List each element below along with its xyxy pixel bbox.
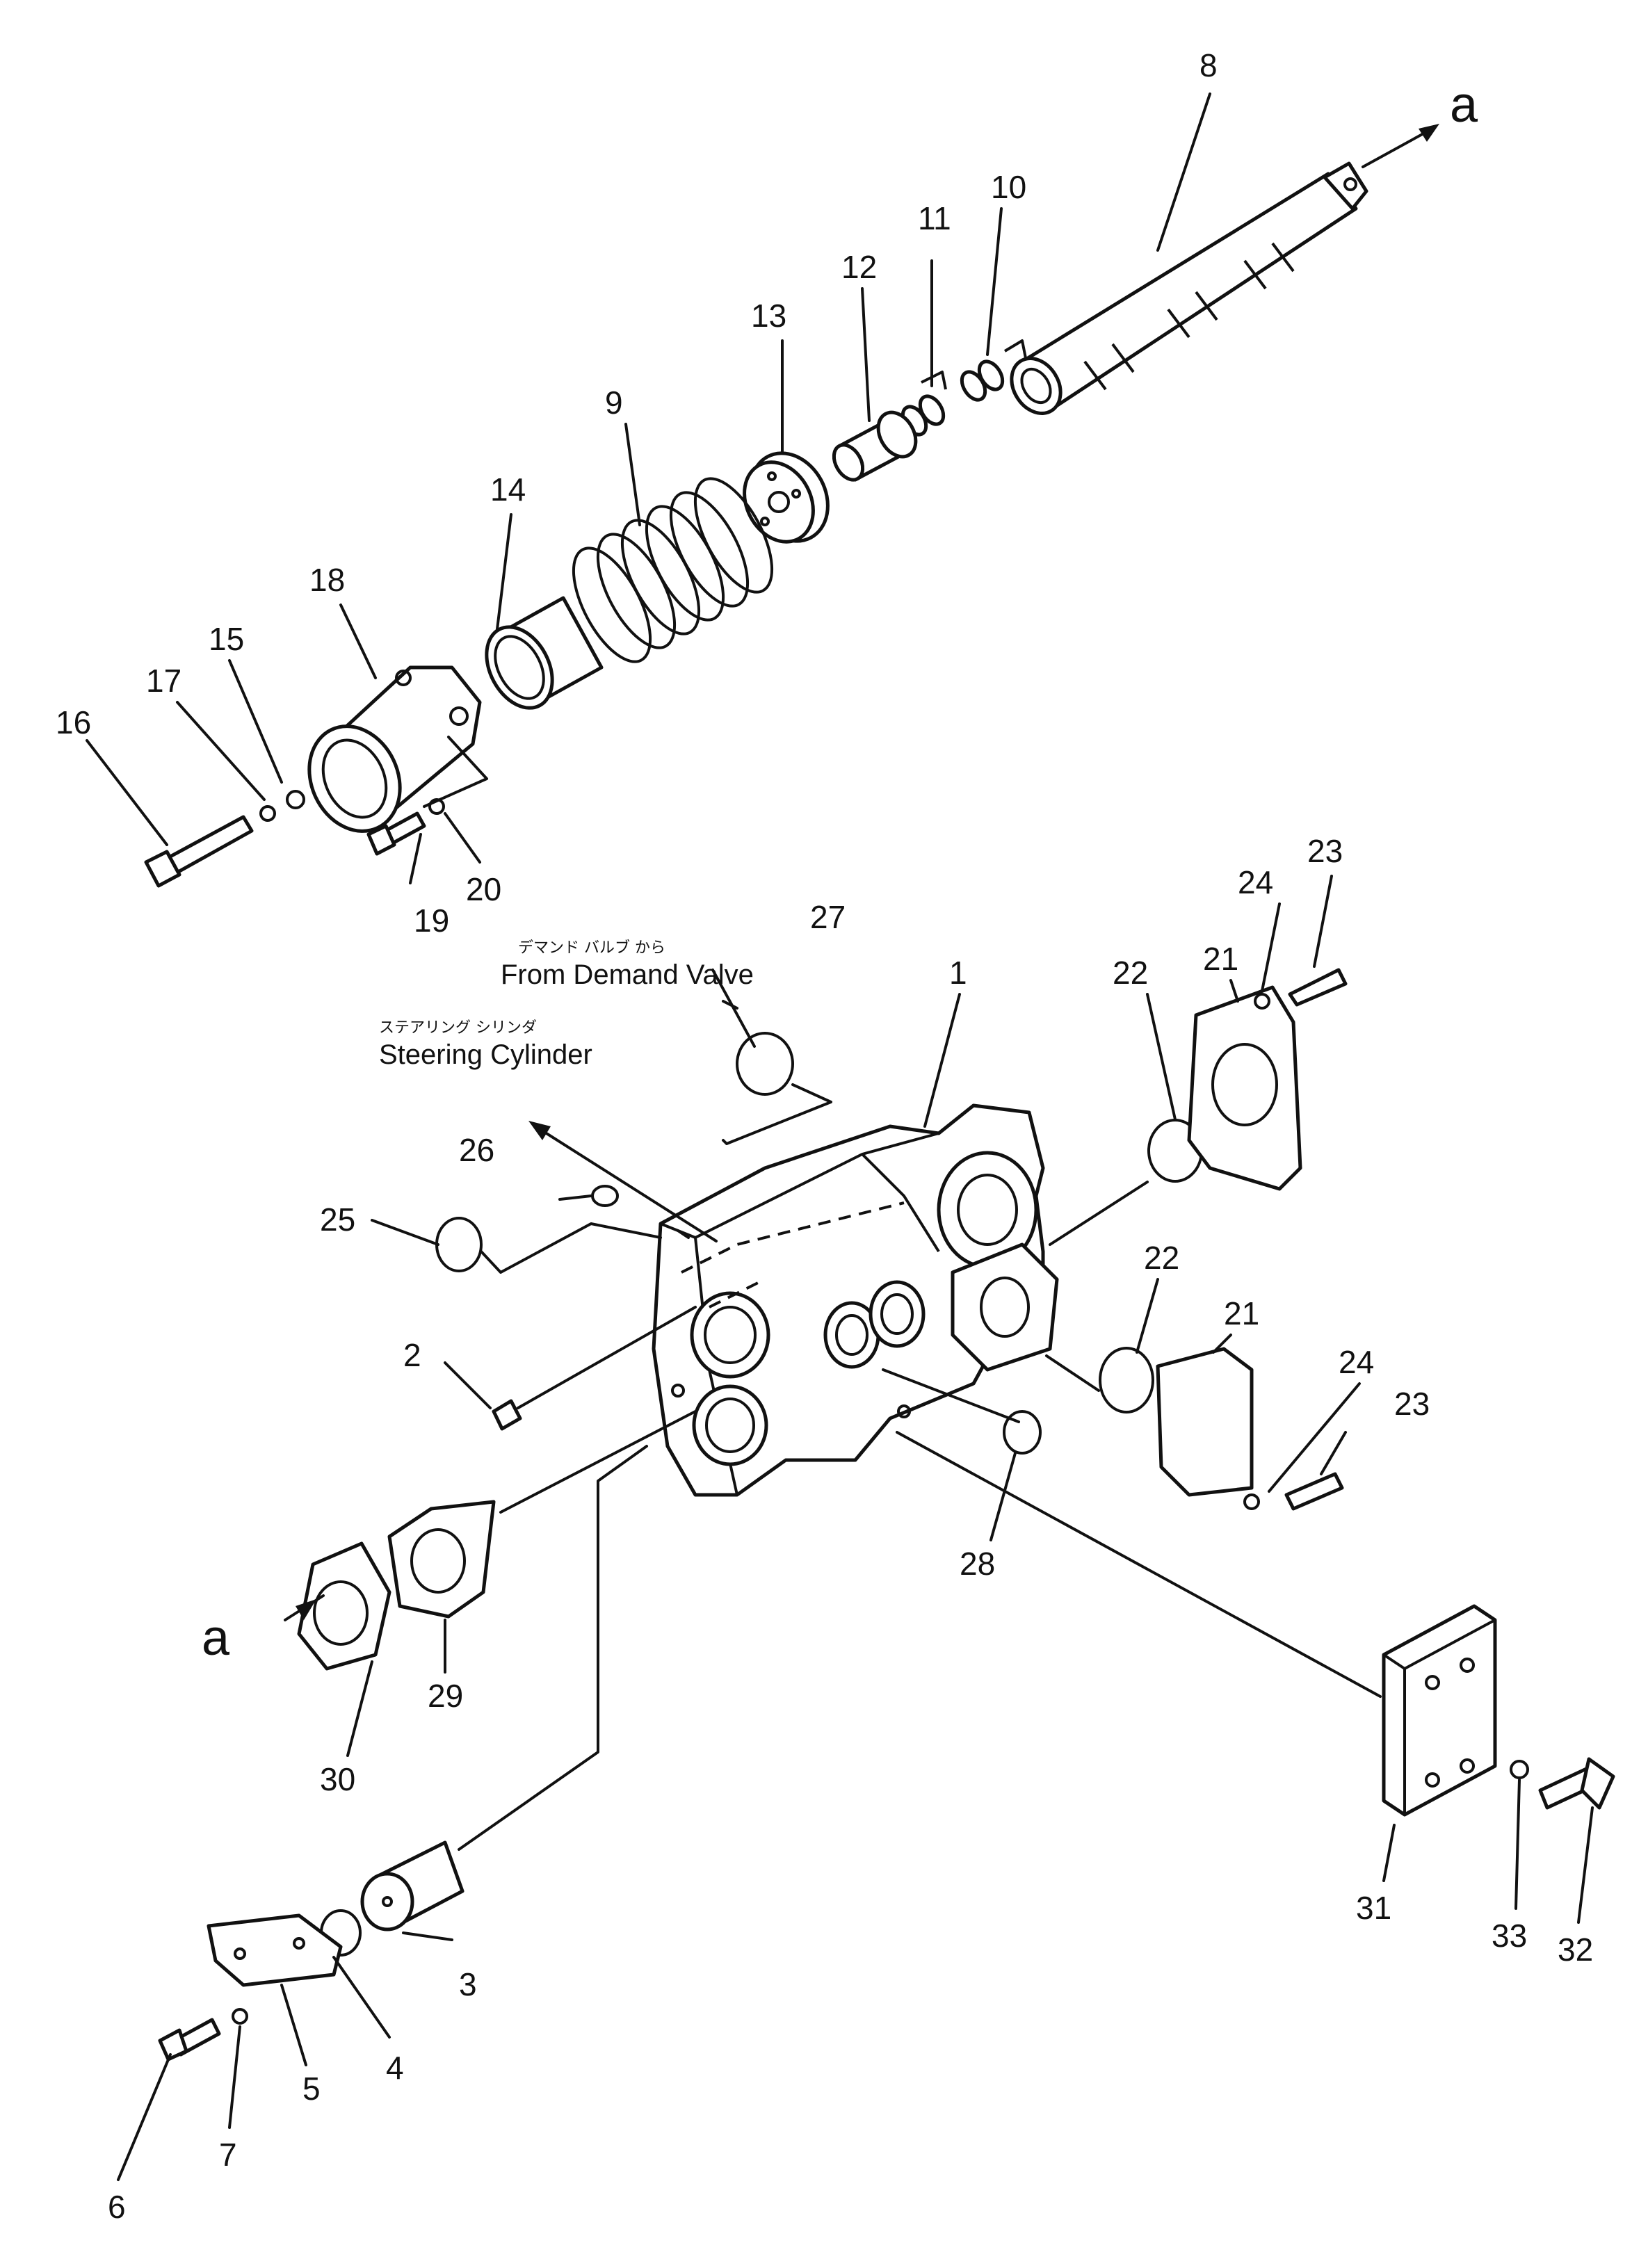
- leader-lines-top: [86, 92, 1439, 884]
- label-17: 17: [146, 663, 181, 699]
- demand-valve-jp: デマンド バルブ から: [518, 939, 665, 957]
- label-15: 15: [209, 621, 244, 657]
- bottom-left-parts: [158, 1840, 464, 2062]
- label-29: 29: [428, 1678, 463, 1714]
- bolts-and-washers-top: [144, 790, 445, 888]
- label-24-bottom: 24: [1339, 1344, 1374, 1380]
- label-21-top: 21: [1203, 941, 1238, 977]
- label-33: 33: [1492, 1918, 1527, 1954]
- cover-plate-part-31: [1382, 1604, 1615, 1817]
- label-24-top: 24: [1238, 864, 1273, 900]
- label-18: 18: [309, 562, 345, 598]
- label-12: 12: [841, 249, 877, 285]
- label-21-bottom: 21: [1224, 1295, 1259, 1331]
- label-27: 27: [810, 899, 846, 935]
- guide-part-12: [832, 410, 918, 482]
- demand-valve-en: From Demand Valve: [501, 959, 754, 990]
- label-8: 8: [1199, 47, 1218, 83]
- label-3: 3: [459, 1966, 477, 2002]
- label-19: 19: [414, 902, 449, 939]
- label-14: 14: [490, 471, 526, 508]
- marker-a-left: a: [202, 1610, 230, 1666]
- label-4: 4: [386, 2050, 404, 2086]
- label-23-top: 23: [1307, 833, 1343, 869]
- label-22-top: 22: [1113, 955, 1148, 991]
- washer-parts-10-11: [900, 339, 1027, 437]
- label-20: 20: [466, 871, 501, 907]
- label-30: 30: [320, 1761, 355, 1797]
- part-number-labels: 8 10 11 12 13 9 14 18 15 17 16 19 20 27 …: [56, 47, 1593, 2225]
- spool-part: [1010, 161, 1368, 415]
- valve-body-part-1: [652, 1103, 1059, 1497]
- label-11: 11: [918, 200, 951, 236]
- label-22-bottom: 22: [1144, 1240, 1179, 1276]
- label-16: 16: [56, 704, 91, 740]
- cap-part-18: [307, 665, 482, 833]
- label-23-bottom: 23: [1394, 1386, 1430, 1422]
- sleeve-part-14: [485, 596, 604, 710]
- label-25: 25: [320, 1201, 355, 1238]
- marker-a-top: a: [1450, 77, 1478, 133]
- label-9: 9: [605, 384, 623, 421]
- label-28: 28: [960, 1546, 995, 1582]
- label-13: 13: [751, 298, 786, 334]
- steering-cylinder-jp: ステアリング シリンダ: [379, 1019, 537, 1037]
- label-6: 6: [108, 2189, 126, 2225]
- label-26: 26: [459, 1132, 494, 1168]
- label-2: 2: [403, 1337, 421, 1373]
- leader-lines-body: [117, 875, 1594, 2181]
- label-7: 7: [219, 2137, 237, 2173]
- label-32: 32: [1558, 1931, 1593, 1968]
- seat-part-13: [743, 451, 830, 544]
- label-1: 1: [949, 955, 967, 991]
- label-10: 10: [991, 169, 1026, 205]
- label-5: 5: [302, 2071, 321, 2107]
- steering-cylinder-en: Steering Cylinder: [379, 1039, 592, 1070]
- label-31: 31: [1356, 1890, 1391, 1926]
- spring-part-9: [572, 477, 774, 663]
